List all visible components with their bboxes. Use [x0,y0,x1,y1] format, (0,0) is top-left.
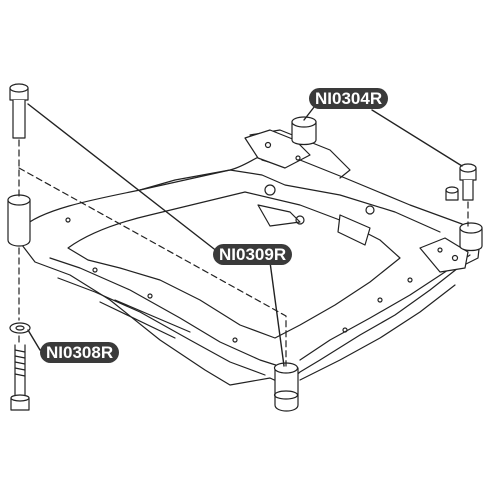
part-label-ni0304r: NI0304R [309,88,389,109]
bushing-rear-right [291,116,317,146]
bushing-rear-far-right [459,222,483,252]
part-label-ni0308r: NI0308R [40,342,120,363]
bolt-bottom-left [9,322,31,411]
bolt-top-left [9,83,29,139]
bushing-front-right [273,362,299,412]
leader-lines [27,101,463,367]
part-label-ni0309r: NI0309R [213,244,293,265]
bushing-front-left [7,194,31,247]
bolt-right [445,163,477,201]
subframe-body [21,129,481,386]
alignment-lines [18,139,469,367]
